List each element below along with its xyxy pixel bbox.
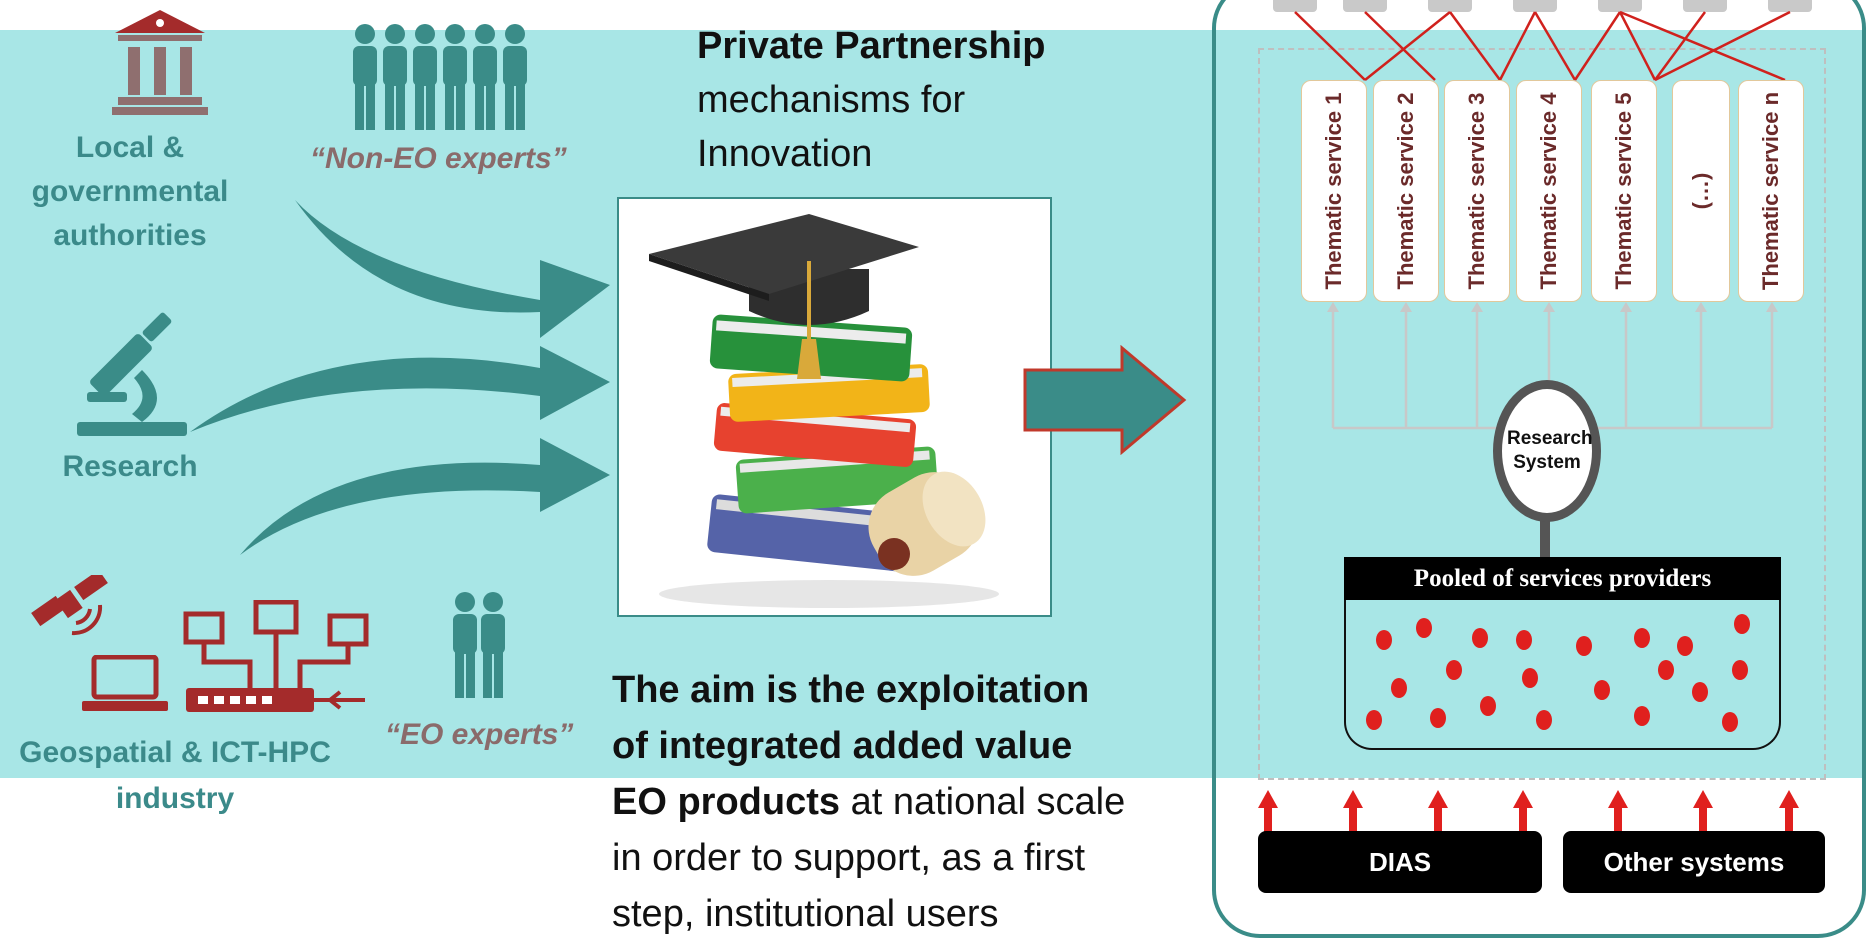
thematic-service-label: Thematic service 1 <box>1321 92 1346 290</box>
thematic-service-1[interactable]: Thematic service 1 <box>1301 80 1367 302</box>
aim-line-4: in order to support, as a first <box>612 837 1086 879</box>
microscope-icon <box>77 312 187 436</box>
top-gray-box <box>1768 0 1812 12</box>
eo-experts-people-icon <box>453 592 505 698</box>
thematic-service-2[interactable]: Thematic service 2 <box>1373 80 1439 302</box>
graduation-books-icon <box>649 214 999 608</box>
thematic-service-4[interactable]: Thematic service 4 <box>1516 80 1582 302</box>
thematic-service-5[interactable]: Thematic service 5 <box>1591 80 1657 302</box>
partnership-title: Private Partnership <box>697 25 1046 67</box>
system-panel <box>1212 0 1866 938</box>
block-arrow-right <box>1023 345 1187 455</box>
satellite-icon <box>31 575 108 636</box>
thematic-service-label: (…) <box>1688 172 1713 210</box>
aim-line-3: EO products at national scale <box>612 774 1125 830</box>
top-gray-box <box>1598 0 1642 12</box>
non-eo-experts-label: “Non-EO experts” <box>310 142 567 175</box>
thematic-service-label: Thematic service 5 <box>1611 92 1636 290</box>
thematic-service-label: Thematic service 2 <box>1393 92 1418 290</box>
top-gray-box <box>1683 0 1727 12</box>
thematic-service-label: Thematic service n <box>1758 91 1783 291</box>
aim-line-3-bold: EO products <box>612 781 841 823</box>
government-building-icon <box>112 10 208 115</box>
partnership-line-3: Innovation <box>697 133 873 175</box>
aim-line-3-rest: at national scale <box>840 781 1126 823</box>
aim-line-1: The aim is the exploitation <box>612 669 1090 711</box>
partnership-line-2: mechanisms for <box>697 79 966 121</box>
research-label: Research <box>62 450 198 483</box>
thematic-service-n[interactable]: Thematic service n <box>1738 80 1804 302</box>
research-system-label: Research System <box>1507 428 1593 473</box>
system-dashed-frame <box>1258 48 1826 780</box>
thematic-service-label: Thematic service 3 <box>1464 92 1489 290</box>
curved-arrows <box>190 200 610 555</box>
dias-box[interactable]: DIAS <box>1258 831 1542 893</box>
provider-dots <box>1366 614 1750 732</box>
pool-box <box>1344 600 1781 750</box>
education-image <box>617 197 1052 617</box>
top-gray-box <box>1428 0 1472 12</box>
eo-experts-label: “EO experts” <box>385 718 574 751</box>
industry-label: Geospatial & ICT-HPC industry <box>19 736 331 815</box>
thematic-service-label: Thematic service 4 <box>1536 92 1561 290</box>
local-authorities-label: Local & governmental authorities <box>31 131 229 252</box>
thematic-service-3[interactable]: Thematic service 3 <box>1444 80 1510 302</box>
aim-line-2: of integrated added value <box>612 725 1073 767</box>
top-gray-box <box>1343 0 1387 12</box>
other-systems-box[interactable]: Other systems <box>1563 831 1825 893</box>
top-gray-box <box>1513 0 1557 12</box>
aim-line-5: step, institutional users <box>612 893 999 935</box>
pool-title: Pooled of services providers <box>1344 557 1781 600</box>
laptop-icon <box>82 655 168 711</box>
top-gray-box <box>1273 0 1317 12</box>
people-group-icon <box>353 24 527 130</box>
network-hub-icon <box>183 600 369 712</box>
thematic-service-ellipsis[interactable]: (…) <box>1672 80 1730 302</box>
research-system-node[interactable]: Research System <box>1493 380 1601 522</box>
